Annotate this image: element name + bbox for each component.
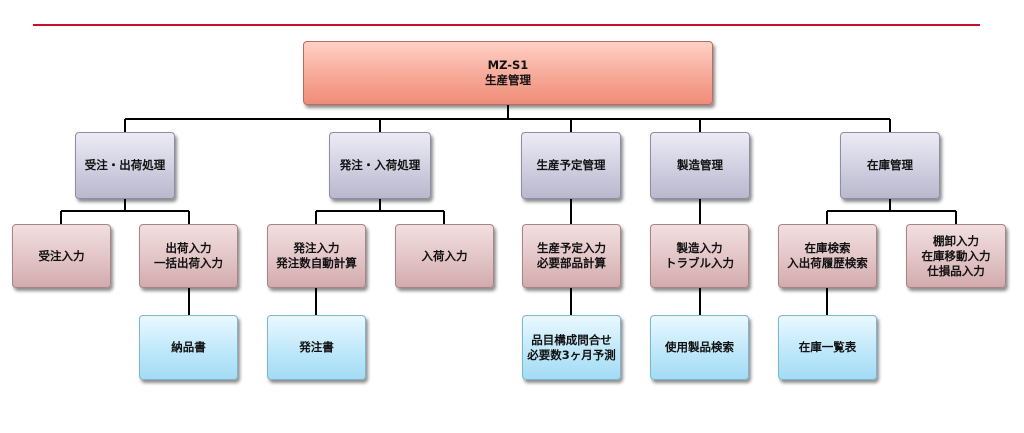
function-line: 出荷入力 <box>165 241 212 255</box>
category-inventory: 在庫管理 <box>840 132 940 199</box>
output-line: 納品書 <box>171 340 206 354</box>
function-line: 生産予定入力 <box>537 241 606 255</box>
category-manufacturing: 製造管理 <box>650 132 750 199</box>
category-label: 在庫管理 <box>867 158 913 172</box>
function-line: 製造入力 <box>676 241 723 255</box>
category-label: 生産予定管理 <box>536 158 606 172</box>
output-line: 発注書 <box>299 340 334 354</box>
output-component-inquiry: 品目構成問合せ 必要数3ヶ月予測 <box>522 315 621 380</box>
function-line: 入出荷履歴検索 <box>787 256 868 270</box>
category-purchase-receiving: 発注・入荷処理 <box>329 132 431 199</box>
function-production-plan-entry: 生産予定入力 必要部品計算 <box>522 224 621 288</box>
function-line: トラブル入力 <box>665 256 734 270</box>
function-line: 発注数自動計算 <box>276 256 357 270</box>
root-line-1: MZ-S1 <box>487 58 529 72</box>
function-inventory-search: 在庫検索 入出荷履歴検索 <box>778 224 877 288</box>
output-purchase-order: 発注書 <box>267 315 366 380</box>
output-delivery-note: 納品書 <box>139 315 238 380</box>
function-receiving-entry: 入荷入力 <box>395 224 494 288</box>
root-line-2: 生産管理 <box>485 73 531 87</box>
category-production-planning: 生産予定管理 <box>521 132 621 199</box>
function-order-entry: 受注入力 <box>12 224 111 288</box>
function-shipping-entry: 出荷入力 一括出荷入力 <box>139 224 238 288</box>
category-label: 受注・出荷処理 <box>84 158 166 172</box>
root-node-mz-s1: MZ-S1 生産管理 <box>303 41 713 105</box>
function-purchase-entry: 発注入力 発注数自動計算 <box>267 224 366 288</box>
function-line: 発注入力 <box>293 241 340 255</box>
output-line: 品目構成問合せ <box>531 332 612 347</box>
function-line: 棚卸入力 <box>933 233 979 248</box>
header-rule <box>33 24 980 26</box>
function-stocktake-entry: 棚卸入力 在庫移動入力 仕損品入力 <box>906 224 1006 288</box>
function-line: 一括出荷入力 <box>154 256 223 270</box>
function-manufacturing-entry: 製造入力 トラブル入力 <box>650 224 749 288</box>
output-inventory-list: 在庫一覧表 <box>778 315 877 380</box>
function-line: 仕損品入力 <box>927 263 985 278</box>
function-line: 在庫検索 <box>804 241 851 255</box>
function-line: 在庫移動入力 <box>921 248 991 263</box>
category-label: 発注・入荷処理 <box>339 158 421 172</box>
output-used-product-search: 使用製品検索 <box>650 315 749 380</box>
output-line: 使用製品検索 <box>665 340 734 354</box>
category-order-shipping: 受注・出荷処理 <box>75 132 175 199</box>
function-line: 必要部品計算 <box>537 256 606 270</box>
function-line: 受注入力 <box>38 248 85 263</box>
category-label: 製造管理 <box>677 158 723 172</box>
output-line: 必要数3ヶ月予測 <box>527 347 616 362</box>
function-line: 入荷入力 <box>421 248 468 263</box>
output-line: 在庫一覧表 <box>798 340 857 354</box>
